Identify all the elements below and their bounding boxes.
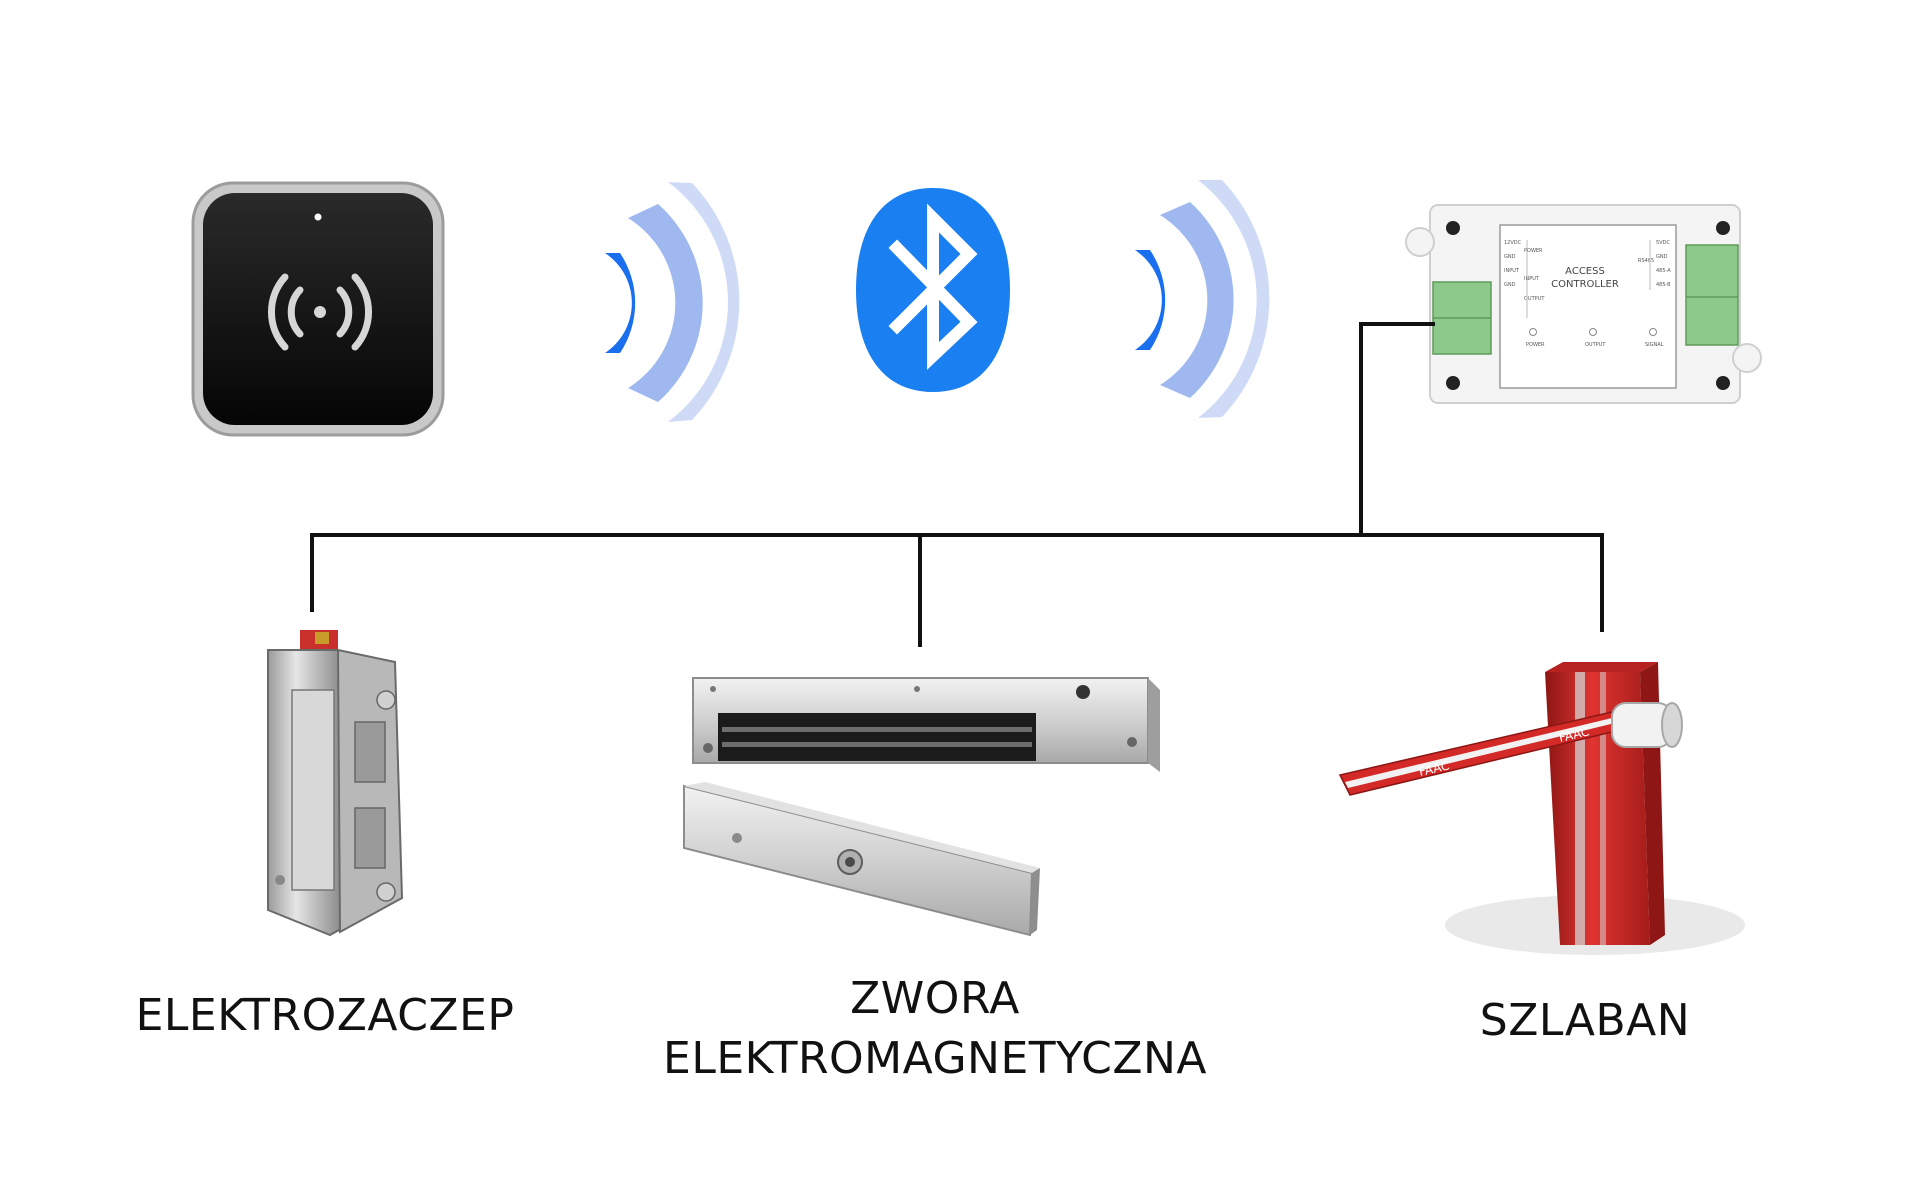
terminal-label: 12VDC [1504, 240, 1522, 246]
terminal-label: GND [1504, 282, 1516, 288]
wiring [310, 322, 1604, 647]
terminal-label: 485-A [1656, 268, 1671, 274]
electric-strike-icon [267, 630, 404, 937]
barrier-brand: FAAC [1558, 724, 1591, 745]
rfid-reader-icon [191, 181, 445, 437]
terminal-label: GND [1656, 254, 1668, 260]
led-label: POWER [1526, 342, 1545, 348]
terminal-label: POWER [1524, 248, 1543, 254]
wireless-waves-icon [1135, 180, 1270, 418]
controller-title: CONTROLLER [1551, 279, 1619, 290]
magnetic-lock-label: ELEKTROMAGNETYCZNA [663, 1033, 1207, 1084]
barrier-brand: FAAC [1418, 758, 1451, 779]
terminal-label: INPUT [1504, 268, 1520, 274]
terminal-label: 5VDC [1656, 240, 1670, 246]
terminal-label: OUTPUT [1524, 296, 1545, 302]
magnetic-lock-icon [683, 677, 1160, 937]
terminal-label: RS485 [1638, 258, 1654, 264]
barrier-label: SZLABAN [1479, 995, 1691, 1046]
terminal-label: INPUT [1524, 276, 1540, 282]
controller-title: ACCESS [1565, 266, 1605, 277]
barrier-gate-icon: FAAC FAAC [1338, 662, 1745, 955]
bluetooth-icon [856, 188, 1010, 392]
access-controller-icon: ACCESS CONTROLLER 12VDC GND INPUT GND PO… [1405, 204, 1762, 404]
magnetic-lock-label: ZWORA [850, 973, 1020, 1024]
electric-strike-label: ELEKTROZACZEP [135, 990, 515, 1041]
led-label: SIGNAL [1645, 342, 1664, 348]
wireless-waves-icon [605, 182, 740, 422]
terminal-label: GND [1504, 254, 1516, 260]
terminal-label: 485-B [1656, 282, 1671, 288]
led-label: OUTPUT [1585, 342, 1606, 348]
